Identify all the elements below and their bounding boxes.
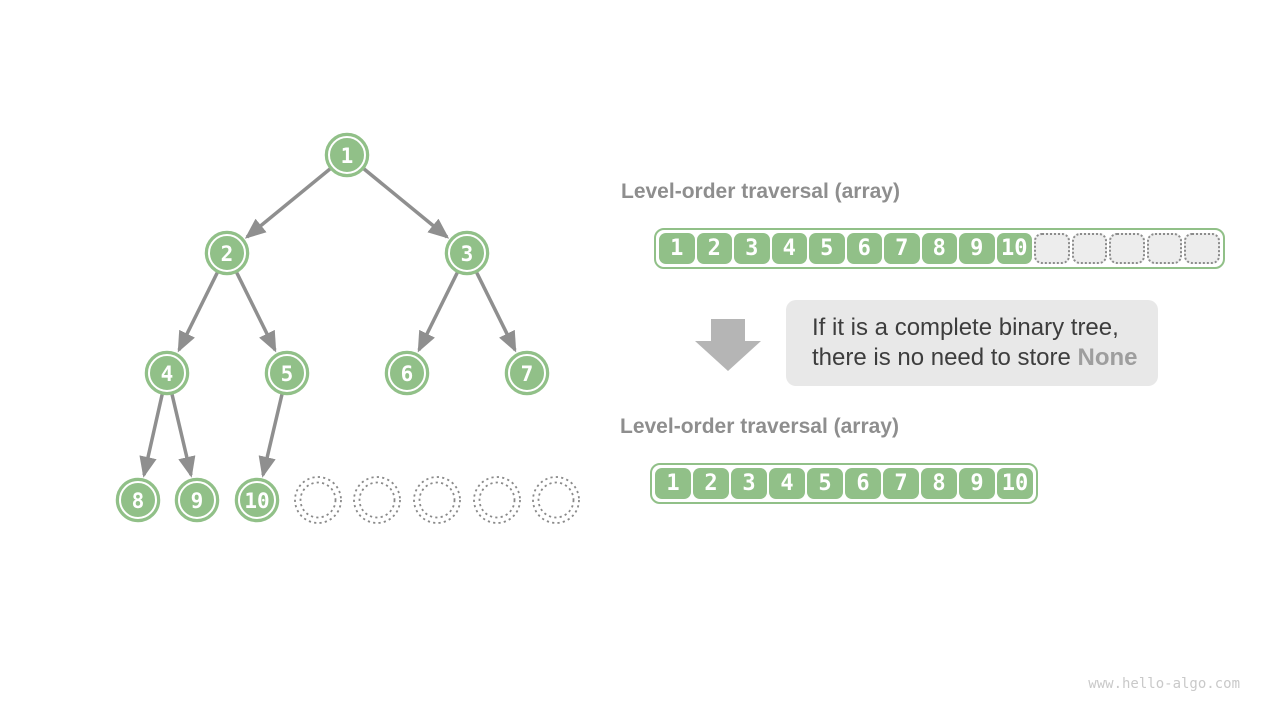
tree-node-4: 4 <box>144 350 190 396</box>
bottom-array: 1 2 3 4 5 6 7 8 9 10 <box>650 463 1038 504</box>
array-cell: 6 <box>845 468 881 499</box>
array-cell: 3 <box>734 233 770 264</box>
array-cell: 1 <box>655 468 691 499</box>
tree-node-2: 2 <box>204 230 250 276</box>
tree-edges <box>139 153 517 478</box>
none-highlight: None <box>1077 344 1138 371</box>
array-cell: 4 <box>771 233 807 264</box>
array-cell: 2 <box>693 468 729 499</box>
binary-tree: 1 2 3 4 5 6 7 <box>115 132 580 524</box>
empty-node-placeholder <box>294 476 342 524</box>
array-cell: 8 <box>921 468 957 499</box>
down-arrow-icon <box>695 319 761 371</box>
node-value: 7 <box>521 362 534 386</box>
array-cell: 4 <box>769 468 805 499</box>
array-cell: 2 <box>696 233 732 264</box>
empty-node-placeholder <box>413 476 461 524</box>
array-cell: 7 <box>883 468 919 499</box>
array-cell: 8 <box>921 233 957 264</box>
top-array: 1 2 3 4 5 6 7 8 9 10 <box>654 228 1225 269</box>
tree-node-8: 8 <box>115 477 161 523</box>
array-cell: 1 <box>659 233 695 264</box>
array-cell: 9 <box>959 468 995 499</box>
empty-array-cell <box>1184 233 1220 264</box>
note-box: If it is a complete binary tree, there i… <box>786 300 1158 386</box>
array-cell: 10 <box>996 233 1032 264</box>
array-cell: 3 <box>731 468 767 499</box>
top-array-label: Level-order traversal (array) <box>621 180 900 203</box>
empty-node-placeholder <box>532 476 580 524</box>
bottom-array-label: Level-order traversal (array) <box>620 415 899 438</box>
empty-node-placeholder <box>353 476 401 524</box>
node-value: 6 <box>401 362 414 386</box>
tree-node-1: 1 <box>324 132 370 178</box>
node-value: 9 <box>191 489 204 513</box>
array-cell: 7 <box>884 233 920 264</box>
empty-array-cell <box>1146 233 1182 264</box>
tree-node-5: 5 <box>264 350 310 396</box>
tree-nodes: 1 2 3 4 5 6 7 <box>115 132 580 524</box>
node-value: 3 <box>461 242 474 266</box>
array-cell: 6 <box>846 233 882 264</box>
node-value: 5 <box>281 362 294 386</box>
empty-array-cell <box>1034 233 1070 264</box>
array-cell: 10 <box>997 468 1033 499</box>
watermark: www.hello-algo.com <box>1088 676 1240 692</box>
tree-node-7: 7 <box>504 350 550 396</box>
empty-array-cell <box>1109 233 1145 264</box>
note-line-2: there is no need to store None <box>812 344 1138 371</box>
array-cell: 5 <box>807 468 843 499</box>
node-value: 1 <box>341 144 354 168</box>
empty-array-cell <box>1071 233 1107 264</box>
tree-node-9: 9 <box>174 477 220 523</box>
node-value: 4 <box>161 362 174 386</box>
note-line-1: If it is a complete binary tree, <box>812 314 1119 341</box>
tree-node-6: 6 <box>384 350 430 396</box>
tree-node-3: 3 <box>444 230 490 276</box>
node-value: 8 <box>132 489 145 513</box>
empty-node-placeholder <box>473 476 521 524</box>
array-cell: 9 <box>959 233 995 264</box>
node-value: 2 <box>221 242 234 266</box>
node-value: 10 <box>244 489 269 513</box>
array-cell: 5 <box>809 233 845 264</box>
tree-node-10: 10 <box>234 477 280 523</box>
